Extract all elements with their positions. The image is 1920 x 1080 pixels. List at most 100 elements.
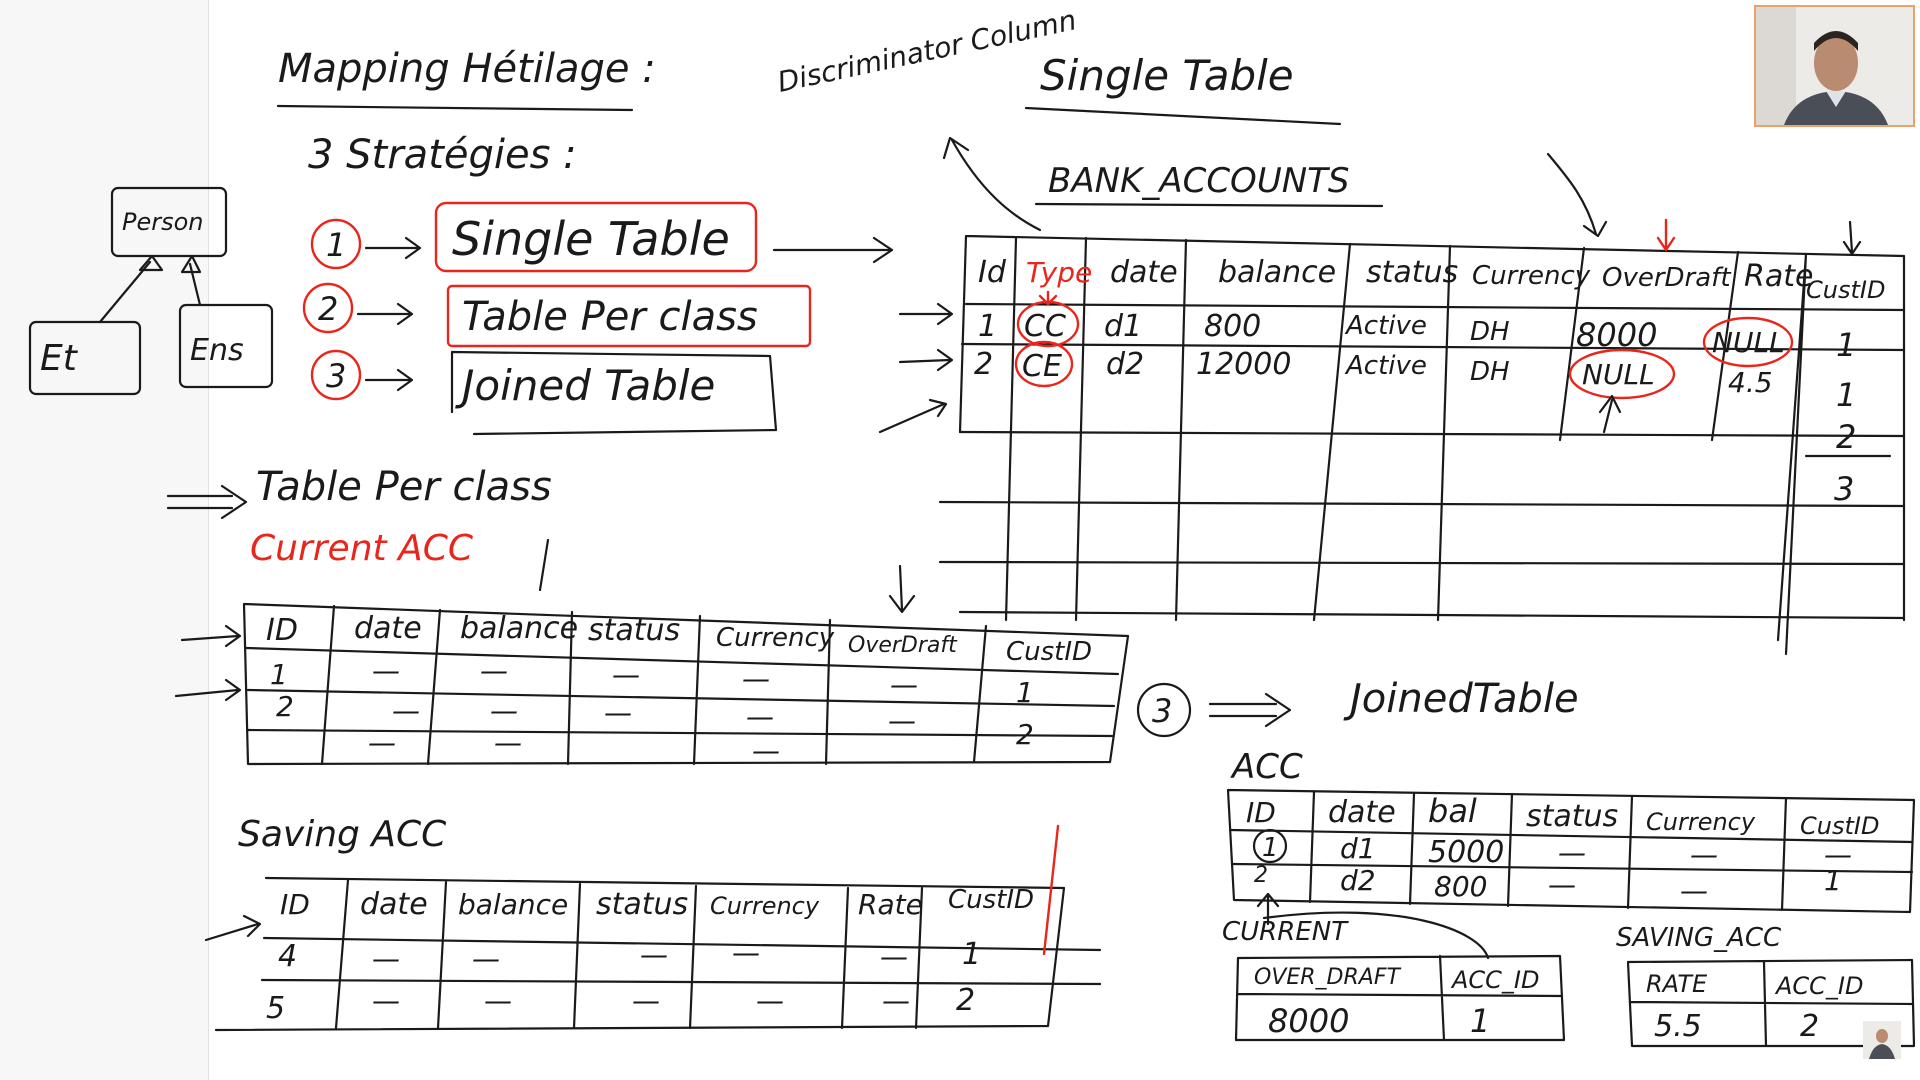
single-table-heading: Single Table (1040, 51, 1294, 100)
saving-acc-row-2-rate: — (882, 984, 910, 1017)
uml-parent-box (110, 186, 228, 258)
bank-accounts-name-underline (1034, 202, 1384, 208)
current-acc-row-2-currency: — (746, 700, 774, 733)
joined-acc-header-currency: Currency (1646, 808, 1756, 836)
bank-accounts-row-1-currency: DH (1470, 317, 1510, 347)
saving-acc-row-1-currency: — (732, 936, 760, 969)
uml-child-left-box (28, 320, 142, 396)
joined-acc-header-bal: bal (1428, 792, 1477, 830)
strategy-3-arrow (364, 368, 414, 392)
joined-acc-header-id: ID (1246, 796, 1276, 829)
saving-acc-header-date: date (360, 887, 428, 922)
joined-current-row-1-accid: 1 (1470, 1002, 1490, 1040)
saving-acc-row-1-rate: — (880, 940, 908, 973)
joined-saving-row-1-accid: 2 (1800, 1009, 1819, 1044)
bank-accounts-header-currency: Currency (1472, 261, 1591, 291)
joined-acc-label: ACC (1230, 747, 1303, 787)
bank-accounts-header-overdraft: OverDraft (1602, 263, 1731, 293)
strategy-2-label: Table Per class (462, 294, 758, 340)
joined-acc-row-1-date: d1 (1340, 832, 1376, 865)
presenter-thumbnail-icon (1863, 1021, 1901, 1059)
current-acc-row-3-balance: — (494, 726, 522, 759)
strategy-2-arrow (356, 302, 414, 326)
joined-saving-row-1-rate: 5.5 (1654, 1009, 1702, 1044)
bank-accounts-row-1-id: 1 (978, 309, 997, 344)
current-acc-grid-vlines (320, 604, 988, 766)
overdraft-arrow (1656, 218, 1676, 252)
current-acc-row-1-status: — (612, 658, 640, 691)
current-acc-header-date: date (354, 611, 422, 646)
saving-acc-row-2-status: — (632, 984, 660, 1017)
joined-acc-row-1-custid: — (1824, 838, 1852, 871)
type-ce-circle (1014, 340, 1074, 388)
saving-acc-header-rate: Rate (858, 888, 923, 921)
overdraft-pointer-arrow (1546, 152, 1608, 238)
null-pointer-arrow (1598, 394, 1622, 434)
row-arrow-3 (878, 398, 948, 434)
current-acc-row-3-custid: 2 (1016, 718, 1034, 751)
uml-inherit-arrowhead-2 (180, 254, 202, 274)
saving-acc-grid-hlines (260, 936, 1102, 986)
bank-accounts-name: BANK_ACCOUNTS (1048, 161, 1349, 201)
bank-accounts-row-2-status: Active (1344, 351, 1427, 381)
bank-accounts-grid-vlines (1004, 236, 1808, 656)
uml-child-right-label: Ens (190, 333, 244, 368)
saving-acc-grid-vlines (334, 878, 924, 1030)
joined-acc-row-2-custid: 1 (1824, 864, 1842, 897)
current-acc-row-2-custid: 1 (1016, 676, 1034, 709)
current-acc-header-custid: CustID (1006, 637, 1092, 667)
saving-acc-row-1-custid: 1 (962, 937, 981, 972)
joined-current-row-1-overdraft: 8000 (1268, 1002, 1349, 1040)
overdraft-null-circle (1568, 348, 1676, 400)
joined-acc-row-2-currency: — (1680, 874, 1708, 907)
bank-accounts-extra-custid-2: 3 (1834, 470, 1854, 508)
bank-accounts-row-2-type: CE (1022, 349, 1062, 384)
current-acc-row-1-overdraft: — (890, 668, 918, 701)
strategies-subtitle: 3 Stratégies : (308, 132, 577, 178)
left-margin (0, 0, 209, 1080)
joined-saving-label: SAVING_ACC (1616, 923, 1782, 953)
saving-acc-row-2-id: 5 (266, 991, 285, 1026)
bank-accounts-row-2-date: d2 (1106, 347, 1144, 382)
joined-acc-header-custid: CustID (1800, 812, 1879, 840)
current-acc-header-status: status (588, 613, 680, 648)
presenter-webcam (1754, 5, 1915, 127)
bank-accounts-row-1-balance: 800 (1204, 309, 1261, 344)
current-acc-row-1-id: 1 (270, 658, 288, 691)
custid-pointer-arrow (1842, 220, 1862, 256)
bank-accounts-row-1-rate: NULL (1712, 326, 1785, 359)
current-acc-header-overdraft: OverDraft (848, 633, 958, 658)
joined-acc-header-date: date (1328, 795, 1396, 830)
joined-number-circle (1136, 682, 1192, 738)
strategy-1-arrow (364, 236, 422, 260)
strategy-2-circle (302, 282, 354, 334)
bank-accounts-header-rate: Rate (1744, 259, 1813, 294)
page-title: Mapping Hétilage : (278, 46, 656, 92)
joined-current-grid (1234, 954, 1566, 1042)
bank-accounts-header-balance: balance (1218, 255, 1336, 290)
saving-acc-header-status: status (596, 887, 688, 922)
discriminator-arrow (942, 136, 1042, 232)
joined-current-label: CURRENT (1222, 917, 1349, 947)
strategy-1-circle (310, 218, 362, 270)
uml-parent-label: Person (122, 208, 204, 236)
joined-acc-id-1-circle (1252, 828, 1288, 864)
joined-acc-row-2-bal: 800 (1434, 870, 1487, 903)
joined-acc-grid-hlines (1228, 828, 1914, 874)
joined-acc-row-1-status: — (1558, 836, 1586, 869)
bank-accounts-header-id: Id (978, 255, 1007, 290)
current-acc-row-3-currency: — (752, 734, 780, 767)
bank-accounts-header-status: status (1366, 255, 1458, 290)
joined-saving-header-rate: RATE (1646, 970, 1708, 998)
bank-accounts-row-1-custid: 1 (1836, 326, 1856, 364)
saving-acc-row-1-status: — (640, 938, 668, 971)
uml-child-right-box (178, 303, 274, 389)
strategy-list: 1 Single Table 2 Table Per class 3 Joine… (302, 201, 894, 436)
saving-acc-header-custid: CustID (948, 885, 1034, 915)
bank-accounts-row-2-balance: 12000 (1196, 347, 1291, 382)
bank-accounts-row-2-rate: 4.5 (1728, 366, 1773, 399)
bank-accounts-row-1-overdraft: 8000 (1576, 316, 1657, 354)
saving-acc-header-id: ID (280, 888, 310, 921)
row-arrow-1 (898, 302, 954, 326)
